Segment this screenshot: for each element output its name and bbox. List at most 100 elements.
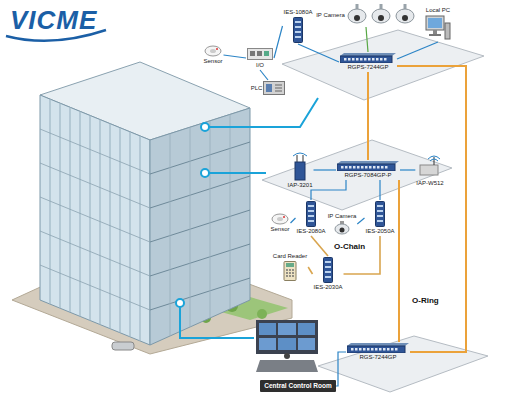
network-link [367,72,369,160]
plc-device: PLC [250,80,287,96]
device-label: IP Camera [316,12,345,19]
network-link [311,236,328,256]
pc-icon [433,30,437,34]
network-link [366,27,368,52]
io-icon [247,47,273,61]
card-icon [282,261,298,281]
card-icon [289,269,291,271]
ethernet-switch: IES-2030A [312,256,343,292]
device-label: PLC [251,85,263,92]
card-icon [286,269,288,271]
card-icon [292,275,294,277]
control-room-illustration [256,320,318,372]
glass-building [40,62,250,345]
rack-icon [391,348,394,351]
network-link [274,26,282,58]
cam-icon [335,224,349,234]
rack-icon [344,58,347,61]
device-label: Local PC [426,7,450,14]
rack-icon [380,58,383,61]
sensor-icon [277,217,283,221]
rack-icon [377,166,380,169]
sw-icon [325,271,331,273]
rack-icon [361,166,364,169]
sw-icon [376,202,385,227]
rack-icon [349,166,352,169]
rack-icon [347,343,409,353]
sw-icon [377,220,383,222]
ap2-icon [428,156,440,161]
cam-icon [339,228,344,233]
sw-icon [325,261,331,263]
sensor-icon [283,216,285,218]
device-label: IAP-3201 [287,182,312,189]
sensor-device: Sensor [269,212,290,234]
control-room-illustration [256,320,318,354]
card-icon [286,272,288,274]
building-link [201,123,209,131]
glass-building [150,142,250,310]
rack-icon [345,166,348,169]
rack-icon [365,166,368,169]
control-room-illustration [298,338,315,350]
ap2-icon [420,165,438,175]
glass-building [170,114,230,336]
control-room-illustration [278,338,296,350]
card-icon [286,275,288,277]
pc-icon [426,16,444,30]
network-link [260,70,268,80]
building-link [201,169,209,177]
device-label: RGS-7244GP [359,354,396,361]
cams-icon [346,4,416,26]
device-label: IAP-W512 [416,180,443,187]
rack-icon [340,56,392,63]
card-icon [292,269,294,271]
sw-icon [295,31,301,33]
device-label: RGPS-7084GP-P [344,172,391,179]
rack-icon [357,166,360,169]
glass-building [150,108,250,345]
rackmount-switch: RGS-7244GP [346,342,410,362]
ap2-icon [434,157,435,165]
sw-icon [308,215,314,217]
rack-icon [360,58,363,61]
card-icon [292,272,294,274]
rack-icon [383,348,386,351]
building-ground [257,309,267,319]
ip-camera: IP Camera [327,212,358,236]
ap-icon [292,151,308,181]
wireless-ap: IAP-W512 [415,152,444,188]
rack-icon [376,58,379,61]
network-link [357,218,364,224]
network-link [344,236,380,274]
sw-icon [377,210,383,212]
io-icon [264,51,269,56]
ap-icon [293,153,307,156]
sensor-icon [271,213,289,225]
device-label: IES-2030A [313,284,342,291]
device-label: Card Reader [273,253,307,260]
network-link [397,66,466,352]
rack-icon [375,348,378,351]
network-link [311,180,346,200]
cam-icon [334,221,350,235]
rack-icon [372,58,375,61]
sensor-device: Sensor [202,44,223,66]
rack-icon [395,348,398,351]
network-name: O-Ring [412,296,439,305]
rack-icon [387,348,390,351]
sensor-icon [210,49,216,53]
rack-icon [379,348,382,351]
ap-icon [295,162,305,180]
cams-icon [402,15,408,21]
glass-building [50,99,140,341]
cams-icon [372,9,390,23]
pc-icon [428,18,442,28]
pc-icon [425,15,451,41]
network-link [291,218,296,223]
rack-icon [367,348,370,351]
card-icon [284,262,296,281]
sw-icon [295,21,301,23]
device-label: Sensor [270,226,289,233]
building-link [209,172,266,174]
